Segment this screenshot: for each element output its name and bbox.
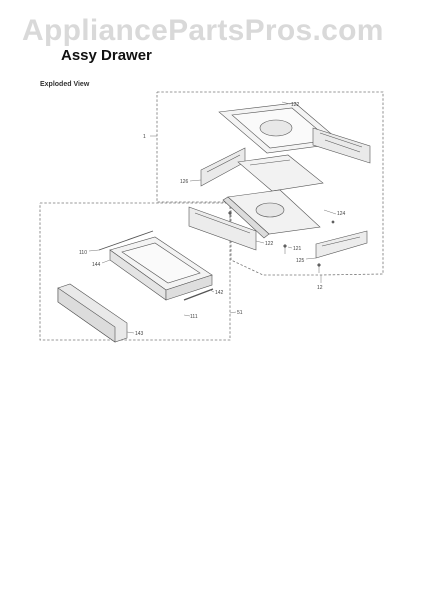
bottom-frame (222, 189, 321, 239)
drawer-rod (98, 230, 154, 251)
left-rail (200, 147, 246, 187)
callout-142: 142 (215, 290, 224, 296)
callout-144: 144 (92, 262, 101, 268)
callout-124: 124 (337, 211, 346, 217)
watermark-logo: AppliancePartsPros.com (22, 14, 384, 47)
rear-rail (312, 127, 371, 164)
view-label: Exploded View (40, 81, 90, 88)
front-inner-panel (188, 206, 257, 251)
lower-assembly-boundary (39, 202, 231, 341)
callout-122-lower: 122 (265, 241, 274, 247)
callout-111: 111 (190, 314, 198, 320)
callout-122-top: 122 (291, 102, 300, 108)
middle-pan (237, 154, 324, 192)
callout-125: 125 (296, 258, 305, 264)
callout-12: 12 (317, 285, 323, 291)
page-title: Assy Drawer (61, 47, 152, 64)
screws (228, 211, 335, 273)
gasket-strip (183, 288, 214, 301)
drawer-box (109, 236, 213, 301)
callout-1: 1 (143, 134, 146, 140)
top-cover-plate (218, 102, 343, 154)
right-guide-rail (315, 230, 368, 259)
callout-121: 121 (293, 246, 302, 252)
leader-lines (88, 101, 337, 334)
drawer-front-panel (57, 283, 128, 343)
callout-143: 143 (135, 331, 144, 337)
callout-126: 126 (180, 179, 189, 185)
callout-51: 51 (237, 310, 243, 316)
callout-110: 110 (79, 250, 87, 256)
